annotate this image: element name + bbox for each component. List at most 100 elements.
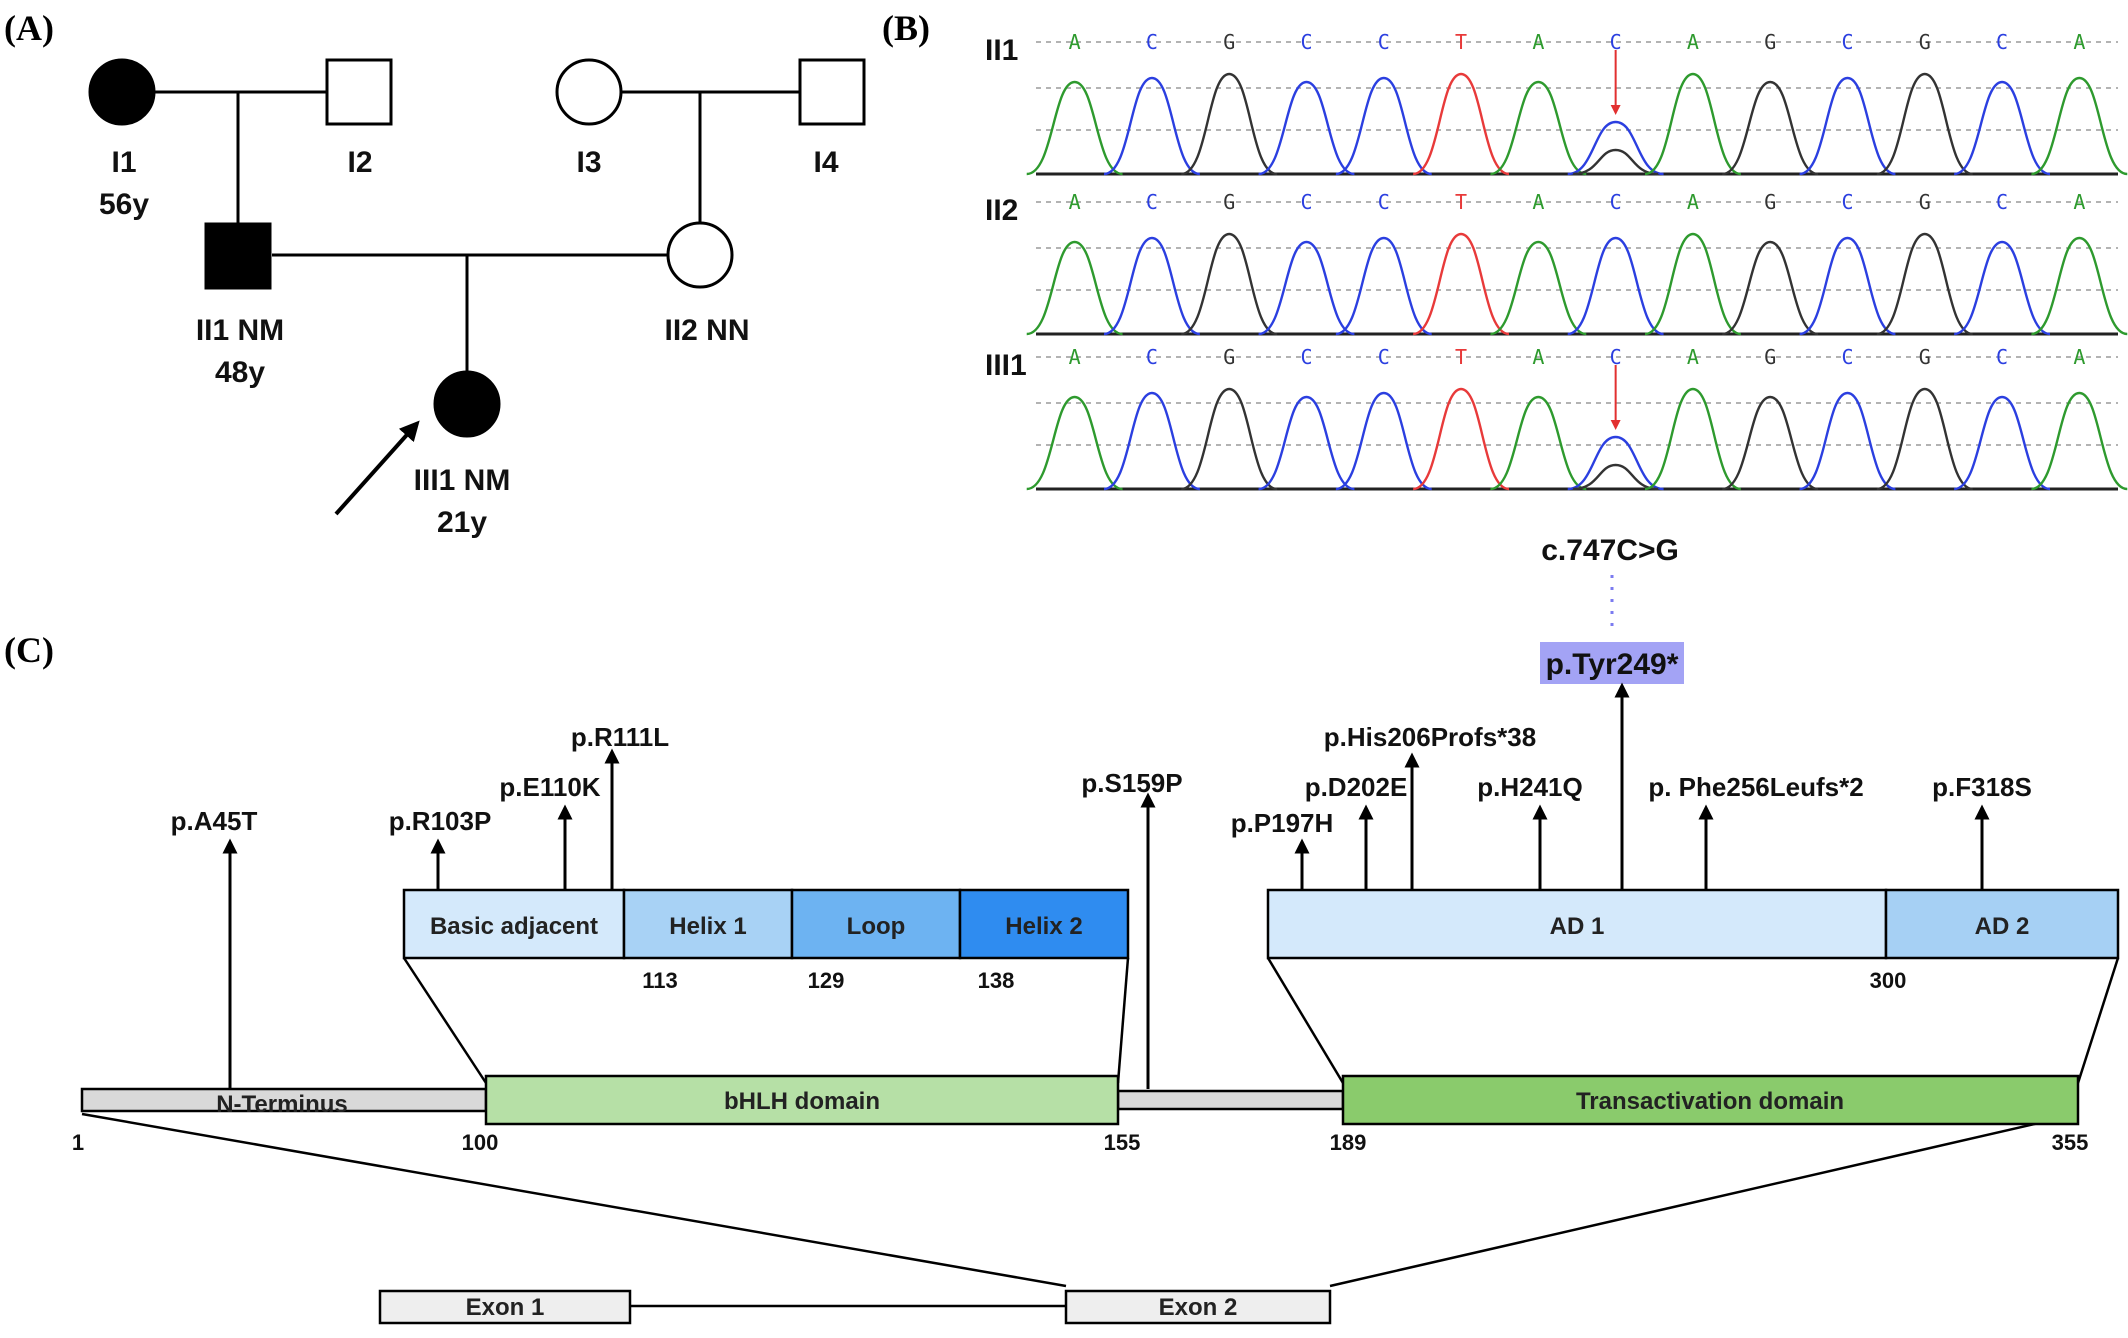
helix1-label: Helix 1 xyxy=(669,913,746,940)
exon-2-label: Exon 2 xyxy=(1159,1294,1238,1321)
trace-peak xyxy=(1412,72,1510,176)
zoom-line-bhlh-right xyxy=(1116,957,1130,1084)
base-call: G xyxy=(1764,190,1776,214)
exon-1-label: Exon 1 xyxy=(466,1294,545,1321)
individual-i1-affected-female xyxy=(88,58,156,126)
trace-peak xyxy=(1876,72,1973,176)
mutation-label-s159p: p.S159P xyxy=(1081,768,1182,798)
base-call: G xyxy=(1919,30,1931,54)
base-call: C xyxy=(1610,30,1622,54)
transactivation-domain xyxy=(1341,1074,2080,1126)
trace-peak xyxy=(1258,395,1355,491)
base-call: A xyxy=(2073,30,2085,54)
mutation-label-his206profs38: p.His206Profs*38 xyxy=(1324,722,1536,752)
base-call: A xyxy=(1532,345,1544,369)
position-100: 100 xyxy=(462,1130,499,1155)
position-138: 138 xyxy=(978,968,1015,993)
position-189: 189 xyxy=(1330,1130,1367,1155)
mutation-label-r111l: p.R111L xyxy=(571,722,669,752)
base-call: A xyxy=(1687,190,1699,214)
base-call: G xyxy=(1223,345,1235,369)
mutation-label-e110k: p.E110K xyxy=(499,772,600,802)
base-call: G xyxy=(1223,190,1235,214)
position-155: 155 xyxy=(1104,1130,1141,1155)
trace-peak xyxy=(2031,391,2128,491)
helix1-subdomain xyxy=(622,888,794,960)
helix2-subdomain xyxy=(958,888,1130,960)
trace-peak xyxy=(2031,236,2128,336)
base-call: C xyxy=(1996,190,2008,214)
base-call: A xyxy=(1687,345,1699,369)
trace-peak xyxy=(1799,76,1896,176)
base-call: C xyxy=(1996,30,2008,54)
zoom-line-ta-right xyxy=(2076,957,2120,1084)
bhlh-domain-label: bHLH domain xyxy=(724,1088,880,1115)
base-call: C xyxy=(1146,30,1158,54)
i2-label: I2 xyxy=(347,146,372,179)
position-300: 300 xyxy=(1870,968,1907,993)
trace-peak xyxy=(1799,391,1896,491)
base-call: C xyxy=(1996,345,2008,369)
trace-peak xyxy=(1412,387,1510,491)
ad2-label: AD 2 xyxy=(1975,913,2030,940)
n-terminus-label: N-Terminus xyxy=(216,1091,348,1118)
base-call: C xyxy=(1841,30,1853,54)
trace-peak xyxy=(1953,80,2051,176)
trace-peak xyxy=(1103,391,1201,491)
trace-peak xyxy=(1567,120,1664,176)
position-355: 355 xyxy=(2052,1130,2089,1155)
base-call: T xyxy=(1455,345,1467,369)
trace-peak xyxy=(1335,391,1432,491)
trace-peak xyxy=(1026,395,1123,491)
panel-label-a: (A) xyxy=(4,8,54,48)
trace-peak xyxy=(1258,240,1355,336)
trace-peak xyxy=(1490,395,1587,491)
exon-line-right xyxy=(1329,1112,2079,1288)
exon-1-box xyxy=(378,1289,632,1325)
ii2-label: II2 NN xyxy=(664,314,749,347)
base-call: C xyxy=(1378,190,1390,214)
trace-peak xyxy=(1722,240,1819,336)
trace-peak xyxy=(1567,236,1664,336)
base-call: C xyxy=(1378,345,1390,369)
trace-peak xyxy=(1644,72,1742,176)
ad2-subdomain xyxy=(1884,888,2120,960)
trace-peak xyxy=(1258,80,1355,176)
proband-arrow xyxy=(334,420,420,516)
base-call: C xyxy=(1300,190,1312,214)
protein-change-label: p.Tyr249* xyxy=(1546,648,1679,681)
base-call: T xyxy=(1455,30,1467,54)
trace-peak xyxy=(1490,80,1587,176)
trace-peak xyxy=(1181,72,1278,176)
exon-line-left xyxy=(81,1112,1067,1288)
base-call: G xyxy=(1223,30,1235,54)
base-call: G xyxy=(1919,345,1931,369)
base-call: C xyxy=(1610,345,1622,369)
individual-i4-male xyxy=(798,58,866,126)
base-call: C xyxy=(1841,190,1853,214)
mutation-label-a45t: p.A45T xyxy=(171,806,258,836)
panel-label-b: (B) xyxy=(882,8,930,48)
trace-peak xyxy=(1644,232,1742,336)
position-129: 129 xyxy=(808,968,845,993)
ii1-age: 48y xyxy=(215,356,265,389)
trace-peak xyxy=(1181,387,1278,491)
base-call: A xyxy=(1532,190,1544,214)
base-call: G xyxy=(1764,30,1776,54)
trace-peak xyxy=(1026,80,1123,176)
base-call: T xyxy=(1455,190,1467,214)
base-call: C xyxy=(1610,190,1622,214)
base-call: G xyxy=(1764,345,1776,369)
protein-diagram xyxy=(80,888,2120,1325)
base-call: A xyxy=(1069,345,1081,369)
transactivation-domain-label: Transactivation domain xyxy=(1576,1088,1844,1115)
i1-label: I1 xyxy=(111,146,136,179)
trace-peak xyxy=(1335,236,1432,336)
base-call: C xyxy=(1300,30,1312,54)
position-113: 113 xyxy=(642,968,678,993)
trace-peak xyxy=(1799,236,1896,336)
bhlh-domain xyxy=(484,1074,1120,1126)
trace-peak xyxy=(1644,387,1742,491)
trace-secondary-peak xyxy=(1573,463,1659,491)
